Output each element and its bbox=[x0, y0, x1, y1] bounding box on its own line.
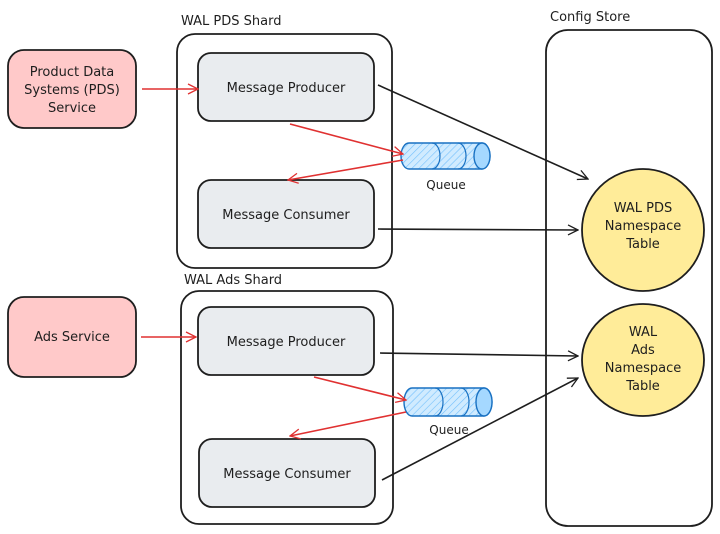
arrow-ads-consumer-to-table bbox=[381, 377, 578, 481]
ads-shard-container bbox=[180, 290, 394, 525]
producer-box bbox=[197, 306, 375, 376]
arrow-pds-queue-to-consumer bbox=[288, 159, 404, 180]
ads-service[interactable]: Ads Service bbox=[7, 296, 137, 378]
arrow-ads-producer-to-queue bbox=[313, 376, 406, 400]
consumer-label: Message Consumer bbox=[223, 467, 351, 482]
queue-segment bbox=[434, 387, 444, 417]
consumer-box bbox=[198, 438, 376, 508]
table-label-line: WAL PDS bbox=[614, 201, 673, 216]
arrow-pds-producer-to-table bbox=[377, 84, 588, 179]
queue-segment bbox=[457, 142, 467, 170]
ads-shard-title: WAL Ads Shard bbox=[184, 273, 282, 288]
queue-label: Queue bbox=[429, 423, 468, 437]
table-label-line: Table bbox=[625, 237, 660, 252]
table-label-line: Ads bbox=[631, 343, 655, 358]
table-circle bbox=[581, 303, 705, 417]
service-box bbox=[7, 296, 137, 378]
consumer-label: Message Consumer bbox=[222, 208, 350, 223]
pds-message-producer[interactable]: Message Producer bbox=[197, 52, 375, 122]
service-label-line: Product Data bbox=[30, 65, 115, 80]
pds-shard-title: WAL PDS Shard bbox=[181, 14, 281, 29]
table-label-line: WAL bbox=[629, 325, 658, 340]
service-label-line: Systems (PDS) bbox=[24, 83, 120, 98]
queue-segment bbox=[460, 387, 470, 417]
arrow-pds-consumer-to-table bbox=[377, 229, 578, 230]
queue-cap bbox=[473, 142, 491, 170]
wal-pds-namespace-table[interactable]: WAL PDS Namespace Table bbox=[581, 168, 705, 292]
arrow-ads-producer-to-table bbox=[379, 353, 578, 356]
arrow-pds-producer-to-queue bbox=[289, 123, 403, 154]
queue-label: Queue bbox=[426, 178, 465, 192]
table-label-line: Table bbox=[625, 379, 660, 394]
arrow-ads-queue-to-consumer bbox=[290, 411, 407, 436]
table-label-line: Namespace bbox=[605, 219, 682, 234]
config-store-container bbox=[545, 29, 713, 527]
pds-message-consumer[interactable]: Message Consumer bbox=[197, 179, 375, 249]
table-label-line: Namespace bbox=[605, 361, 682, 376]
service-label-line: Service bbox=[48, 101, 96, 116]
ads-message-consumer[interactable]: Message Consumer bbox=[198, 438, 376, 508]
ads-queue[interactable]: Queue bbox=[403, 387, 493, 437]
service-label: Ads Service bbox=[34, 330, 110, 345]
queue-segment bbox=[431, 142, 441, 170]
queue-cap bbox=[475, 387, 493, 417]
wal-ads-namespace-table[interactable]: WAL Ads Namespace Table bbox=[581, 303, 705, 417]
consumer-box bbox=[197, 179, 375, 249]
producer-label: Message Producer bbox=[227, 81, 346, 96]
table-circle bbox=[581, 168, 705, 292]
producer-label: Message Producer bbox=[227, 335, 346, 350]
pds-queue[interactable]: Queue bbox=[400, 142, 491, 192]
config-store-title: Config Store bbox=[550, 10, 630, 25]
ads-message-producer[interactable]: Message Producer bbox=[197, 306, 375, 376]
service-box bbox=[7, 49, 137, 129]
pds-service[interactable]: Product Data Systems (PDS) Service bbox=[7, 49, 137, 129]
